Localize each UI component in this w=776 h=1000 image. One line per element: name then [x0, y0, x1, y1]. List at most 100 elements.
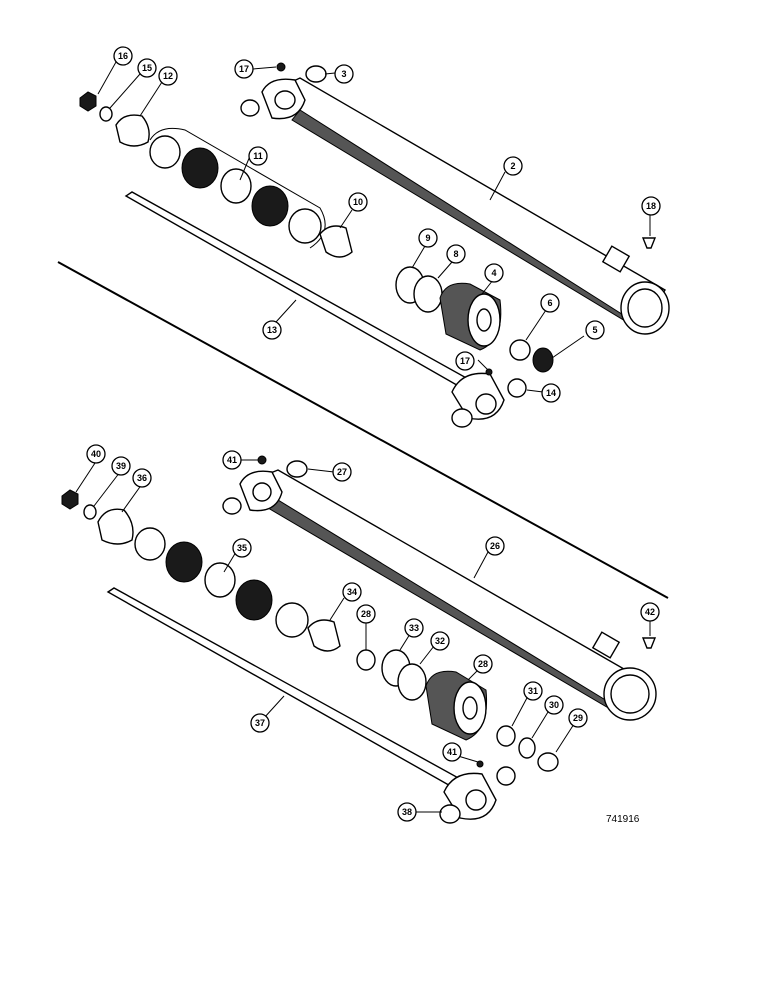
- svg-text:16: 16: [118, 51, 128, 61]
- callout-30: 30: [544, 695, 564, 715]
- svg-text:28: 28: [478, 659, 488, 669]
- upper-assembly: 16 15 12 17 3 11 2 10 18 9 8 4 6 5 13 17…: [79, 46, 670, 428]
- svg-text:4: 4: [491, 268, 496, 278]
- bushing-28a: [356, 649, 376, 671]
- callout-31: 31: [523, 681, 543, 701]
- cylinder-barrel-upper: [261, 77, 670, 335]
- svg-text:39: 39: [116, 461, 126, 471]
- seal-kit-11: [149, 127, 326, 249]
- svg-text:40: 40: [91, 449, 101, 459]
- svg-text:32: 32: [435, 636, 445, 646]
- wiper-31: [496, 725, 516, 747]
- callout-26: 26: [485, 536, 505, 556]
- callout-42: 42: [640, 602, 660, 622]
- callout-35: 35: [232, 538, 252, 558]
- callout-3: 3: [334, 64, 354, 84]
- callout-28: 28: [473, 654, 493, 674]
- backup-ring-8: [413, 275, 443, 313]
- svg-text:12: 12: [163, 71, 173, 81]
- nut-40: [61, 489, 79, 510]
- svg-text:15: 15: [142, 63, 152, 73]
- svg-text:35: 35: [237, 543, 247, 553]
- svg-text:10: 10: [353, 197, 363, 207]
- svg-text:34: 34: [347, 587, 357, 597]
- callout-6: 6: [540, 293, 560, 313]
- callout-28a: 28: [356, 604, 376, 624]
- bushing-3b: [240, 99, 260, 117]
- svg-text:36: 36: [137, 473, 147, 483]
- callout-17: 17: [234, 59, 254, 79]
- svg-text:3: 3: [341, 69, 346, 79]
- cylinder-barrel-lower: [239, 469, 657, 721]
- svg-text:41: 41: [227, 455, 237, 465]
- svg-text:11: 11: [253, 151, 263, 161]
- bushing-3: [305, 65, 327, 83]
- callout-29: 29: [568, 708, 588, 728]
- callout-8: 8: [446, 244, 466, 264]
- callout-17b: 17: [455, 351, 475, 371]
- fitting-42: [641, 637, 657, 649]
- bushing-27: [286, 460, 308, 478]
- svg-text:38: 38: [402, 807, 412, 817]
- svg-text:30: 30: [549, 700, 559, 710]
- callout-41: 41: [222, 450, 242, 470]
- bushing-41b: [496, 766, 516, 786]
- lower-assembly: 40 39 36 41 27 35 26 34 42 28 33 32 28 3…: [61, 444, 660, 824]
- svg-text:18: 18: [646, 201, 656, 211]
- svg-text:37: 37: [255, 718, 265, 728]
- svg-text:13: 13: [267, 325, 277, 335]
- svg-text:29: 29: [573, 713, 583, 723]
- piston-36: [97, 508, 134, 545]
- wiper-6: [509, 339, 531, 361]
- grease-fitting-17b: [485, 368, 493, 376]
- callout-18: 18: [641, 196, 661, 216]
- callout-34: 34: [342, 582, 362, 602]
- callout-10: 10: [348, 192, 368, 212]
- svg-text:8: 8: [453, 249, 458, 259]
- svg-text:41: 41: [447, 747, 457, 757]
- upper-leaders: [97, 61, 651, 393]
- piston-rod-upper: [124, 191, 505, 428]
- callout-33: 33: [404, 618, 424, 638]
- callout-4: 4: [484, 263, 504, 283]
- svg-text:27: 27: [337, 467, 347, 477]
- callout-38: 38: [397, 802, 417, 822]
- callout-9: 9: [418, 228, 438, 248]
- svg-text:2: 2: [510, 161, 515, 171]
- grease-fitting-17: [276, 62, 286, 72]
- callout-14: 14: [541, 383, 561, 403]
- svg-text:14: 14: [546, 388, 556, 398]
- callout-41b: 41: [442, 742, 462, 762]
- callout-37: 37: [250, 713, 270, 733]
- callout-11: 11: [248, 146, 268, 166]
- svg-text:17: 17: [239, 64, 249, 74]
- divider-line: [57, 261, 669, 599]
- callout-12: 12: [158, 66, 178, 86]
- callout-36: 36: [132, 468, 152, 488]
- figure-reference-number: 741916: [606, 814, 640, 825]
- piston-12: [115, 114, 150, 147]
- svg-text:42: 42: [645, 607, 655, 617]
- seal-kit-35: [134, 527, 309, 638]
- callout-32: 32: [430, 631, 450, 651]
- seal-5: [532, 347, 554, 373]
- svg-text:5: 5: [592, 325, 597, 335]
- gland-10: [319, 225, 353, 258]
- grease-fitting-41b: [476, 760, 484, 768]
- nut-16: [79, 91, 97, 112]
- bushing-27b: [222, 497, 242, 515]
- callout-16: 16: [113, 46, 133, 66]
- callout-15: 15: [137, 58, 157, 78]
- bushing-14: [507, 378, 527, 398]
- svg-text:17: 17: [460, 356, 470, 366]
- fitting-18: [641, 237, 657, 249]
- svg-text:33: 33: [409, 623, 419, 633]
- washer-15: [99, 106, 113, 122]
- callout-27: 27: [332, 462, 352, 482]
- piston-rod-lower: [106, 587, 497, 824]
- svg-text:6: 6: [547, 298, 552, 308]
- seal-30: [518, 737, 536, 759]
- callout-2: 2: [503, 156, 523, 176]
- gland-34: [307, 619, 341, 652]
